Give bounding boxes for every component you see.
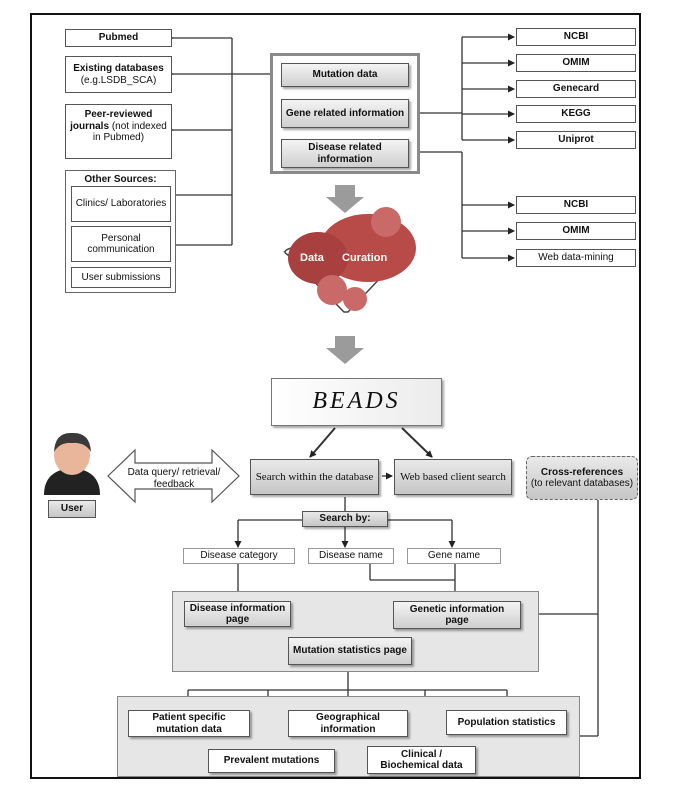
data-type-disease-label: Disease related information xyxy=(308,142,382,165)
source-clinics-label: Clinics/ Laboratories xyxy=(75,198,167,210)
disease-info-page: Disease information page xyxy=(184,601,291,627)
output-population: Population statistics xyxy=(446,710,567,735)
mutation-stats-page: Mutation statistics page xyxy=(288,637,412,665)
web-client-search: Web based client search xyxy=(394,459,512,495)
search-option-disease-category-label: Disease category xyxy=(200,550,278,562)
source-existing-db-label: Existing databases xyxy=(73,63,164,74)
data-type-mutation-label: Mutation data xyxy=(312,69,378,81)
source-pubmed: Pubmed xyxy=(65,29,172,47)
flow-arrow-2 xyxy=(326,336,364,364)
disease-resource-web-mining-label: Web data-mining xyxy=(538,252,614,264)
gene-resource-genecard: Genecard xyxy=(516,80,636,98)
user-avatar-icon xyxy=(44,432,100,495)
other-sources-title: Other Sources: xyxy=(84,174,157,185)
search-option-gene-name: Gene name xyxy=(407,548,501,564)
gene-resource-genecard-label: Genecard xyxy=(552,83,600,95)
data-type-disease: Disease related information xyxy=(281,139,409,168)
curation-curation-label: Curation xyxy=(342,252,388,264)
disease-resource-ncbi-label: NCBI xyxy=(563,199,589,211)
source-peer-reviewed-sub: (not indexed in Pubmed) xyxy=(92,120,167,144)
source-existing-db: Existing databases (e.g.LSDB_SCA) xyxy=(65,56,172,93)
data-type-gene: Gene related information xyxy=(281,99,409,128)
curation-data-label: Data xyxy=(300,252,325,264)
flow-arrow-1 xyxy=(326,185,364,213)
search-option-disease-name: Disease name xyxy=(308,548,394,564)
gene-resource-kegg-label: KEGG xyxy=(561,108,591,120)
gene-resource-ncbi: NCBI xyxy=(516,28,636,46)
output-geographical-label: Geographical information xyxy=(316,712,380,735)
disease-info-page-label: Disease information page xyxy=(189,602,286,626)
beads-logo: BEADS xyxy=(271,378,442,426)
search-within-db-label: Search within the database xyxy=(255,470,374,483)
output-patient-specific-label: Patient specific mutation data xyxy=(152,712,226,735)
data-blob xyxy=(288,232,348,284)
disease-resource-omim: OMIM xyxy=(516,222,636,240)
search-option-disease-name-label: Disease name xyxy=(319,550,383,562)
output-patient-specific: Patient specific mutation data xyxy=(128,710,250,737)
output-population-label: Population statistics xyxy=(457,716,556,728)
data-type-mutation: Mutation data xyxy=(281,63,409,87)
output-geographical: Geographical information xyxy=(288,710,408,737)
source-pubmed-label: Pubmed xyxy=(98,32,139,44)
user-arrow-label: Data query/ retrieval/ feedback xyxy=(127,467,221,490)
search-option-gene-name-label: Gene name xyxy=(427,550,481,562)
output-clinical-label: Clinical / Biochemical data xyxy=(380,748,463,772)
source-user-submissions: User submissions xyxy=(71,267,171,288)
source-clinics: Clinics/ Laboratories xyxy=(71,186,171,222)
source-peer-reviewed: Peer-reviewed journals (not indexed in P… xyxy=(65,104,172,159)
user-label: User xyxy=(48,500,96,518)
gene-resource-omim: OMIM xyxy=(516,54,636,72)
gene-resource-uniprot: Uniprot xyxy=(516,131,636,149)
cross-references-sub: (to relevant databases) xyxy=(530,478,634,489)
gene-resource-uniprot-label: Uniprot xyxy=(558,134,594,146)
search-by-text: Search by: xyxy=(319,513,371,525)
web-client-search-label: Web based client search xyxy=(400,470,506,483)
output-prevalent: Prevalent mutations xyxy=(208,749,335,773)
search-within-db: Search within the database xyxy=(250,459,379,495)
mutation-stats-page-label: Mutation statistics page xyxy=(293,645,407,657)
disease-resource-ncbi: NCBI xyxy=(516,196,636,214)
search-option-disease-category: Disease category xyxy=(183,548,295,564)
gene-resource-ncbi-label: NCBI xyxy=(563,31,589,43)
genetic-info-page: Genetic information page xyxy=(393,601,521,629)
search-by-label: Search by: xyxy=(302,511,388,527)
cross-references-label: Cross-references xyxy=(540,466,624,478)
source-user-submissions-label: User submissions xyxy=(81,271,161,283)
gene-resource-omim-label: OMIM xyxy=(562,57,590,69)
gene-resource-kegg: KEGG xyxy=(516,105,636,123)
diagram-frame xyxy=(30,13,641,779)
source-existing-db-sub: (e.g.LSDB_SCA) xyxy=(80,74,157,86)
disease-resource-omim-label: OMIM xyxy=(562,225,590,237)
source-personal-label: Personal communication xyxy=(87,232,155,256)
genetic-info-page-label: Genetic information page xyxy=(409,603,505,627)
user-double-arrow xyxy=(107,448,240,504)
output-clinical: Clinical / Biochemical data xyxy=(367,746,476,774)
source-peer-reviewed-label: Peer-reviewed journals xyxy=(70,109,153,132)
user-label-text: User xyxy=(60,503,84,515)
beads-logo-text: BEADS xyxy=(312,388,401,415)
data-type-gene-label: Gene related information xyxy=(285,107,405,119)
output-prevalent-label: Prevalent mutations xyxy=(223,755,320,767)
source-personal: Personal communication xyxy=(71,226,171,262)
disease-resource-web-mining: Web data-mining xyxy=(516,249,636,267)
cross-references: Cross-references (to relevant databases) xyxy=(526,456,638,500)
